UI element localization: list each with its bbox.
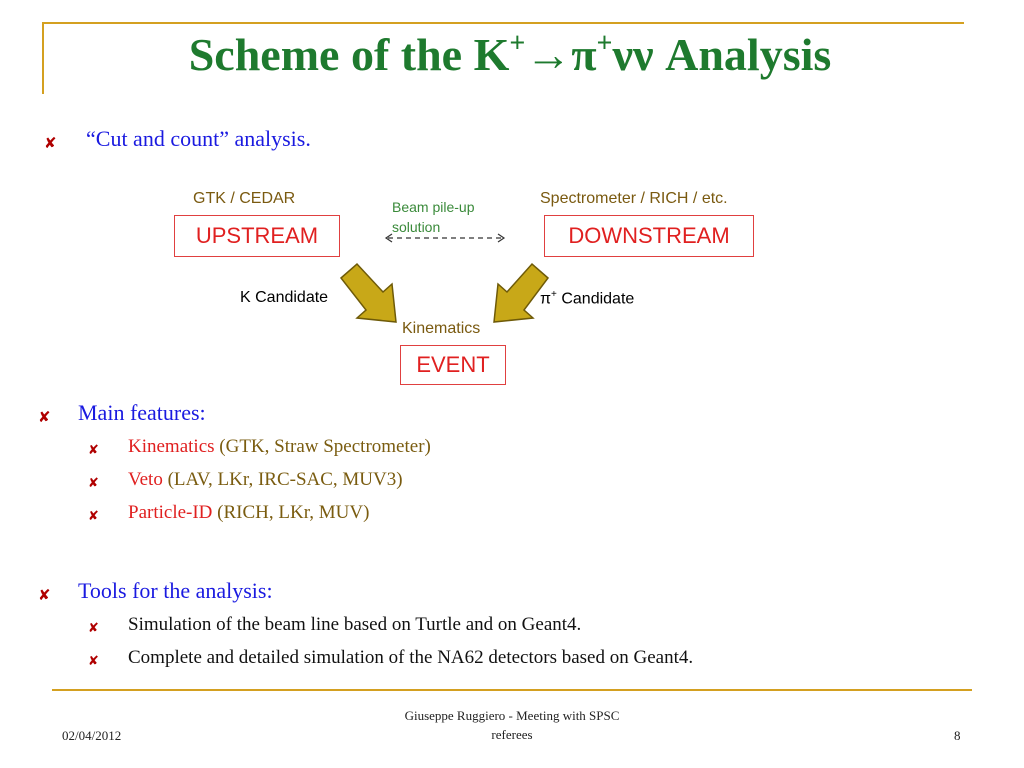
footer-center-line2: referees: [491, 727, 533, 742]
event-box: EVENT: [400, 345, 506, 385]
downstream-box: DOWNSTREAM: [544, 215, 754, 257]
pi-candidate-text: Candidate: [556, 290, 635, 308]
cross-mark-icon: ✘: [38, 586, 51, 604]
bullet-cut-and-count: “Cut and count” analysis.: [86, 126, 311, 151]
footer-center-line1: Giuseppe Ruggiero - Meeting with SPSC: [404, 708, 620, 723]
title-frame-left: [42, 22, 44, 94]
title-suffix: Analysis: [653, 29, 832, 80]
footer-date: 02/04/2012: [62, 728, 122, 743]
feature-veto-detail: (LAV, LKr, IRC-SAC, MUV3): [162, 469, 403, 490]
feature-particle-id: Particle-ID (RICH, LKr, MUV): [128, 502, 369, 524]
tool-simulation-detectors: Complete and detailed simulation of the …: [128, 647, 694, 668]
kinematics-label: Kinematics: [402, 320, 481, 337]
feature-veto-label: Veto: [128, 469, 163, 490]
feature-kinematics-label: Kinematics: [128, 436, 215, 457]
pileup-dashed-arrow: [384, 233, 506, 243]
pi-sup: +: [551, 289, 557, 300]
title-frame-top: [42, 22, 964, 24]
pi-symbol: π: [540, 290, 552, 308]
cross-mark-icon: ✘: [88, 509, 99, 524]
upstream-box: UPSTREAM: [174, 215, 340, 257]
k-candidate-arrow: [339, 262, 397, 323]
cross-mark-icon: ✘: [88, 476, 99, 491]
title-arrow: →: [525, 29, 572, 80]
upstream-header: GTK / CEDAR: [193, 190, 296, 207]
feature-particle-id-label: Particle-ID: [128, 502, 213, 523]
slide-title: Scheme of the K+→π+νν Analysis: [60, 28, 960, 81]
feature-kinematics: Kinematics (GTK, Straw Spectrometer): [128, 436, 431, 458]
cross-mark-icon: ✘: [88, 654, 99, 669]
pi-candidate-arrow: [493, 262, 550, 323]
tool-simulation-beam: Simulation of the beam line based on Tur…: [128, 614, 582, 635]
pi-candidate-label: π+ Candidate: [540, 289, 634, 308]
cross-mark-icon: ✘: [88, 443, 99, 458]
cross-mark-icon: ✘: [44, 134, 57, 152]
feature-kinematics-detail: (GTK, Straw Spectrometer): [214, 436, 431, 457]
pileup-label-2: solution: [392, 219, 441, 235]
footer-center: Giuseppe Ruggiero - Meeting with SPSC re…: [362, 706, 662, 744]
title-prefix: Scheme of the K: [188, 29, 510, 80]
cross-mark-icon: ✘: [38, 408, 51, 426]
title-nunu: νν: [612, 29, 654, 80]
downstream-header: Spectrometer / RICH / etc.: [540, 190, 728, 207]
footer-divider: [52, 689, 972, 691]
pileup-label-1: Beam pile-up: [392, 199, 475, 215]
title-sup1: +: [509, 28, 526, 59]
feature-particle-id-detail: (RICH, LKr, MUV): [212, 502, 370, 523]
cross-mark-icon: ✘: [88, 621, 99, 636]
bullet-tools: Tools for the analysis:: [78, 578, 273, 603]
bullet-main-features: Main features:: [78, 400, 206, 425]
footer-page-number: 8: [954, 728, 961, 743]
title-sup2: +: [596, 28, 613, 59]
title-pi: π: [571, 29, 597, 80]
k-candidate-label: K Candidate: [240, 289, 329, 306]
feature-veto: Veto (LAV, LKr, IRC-SAC, MUV3): [128, 469, 403, 491]
